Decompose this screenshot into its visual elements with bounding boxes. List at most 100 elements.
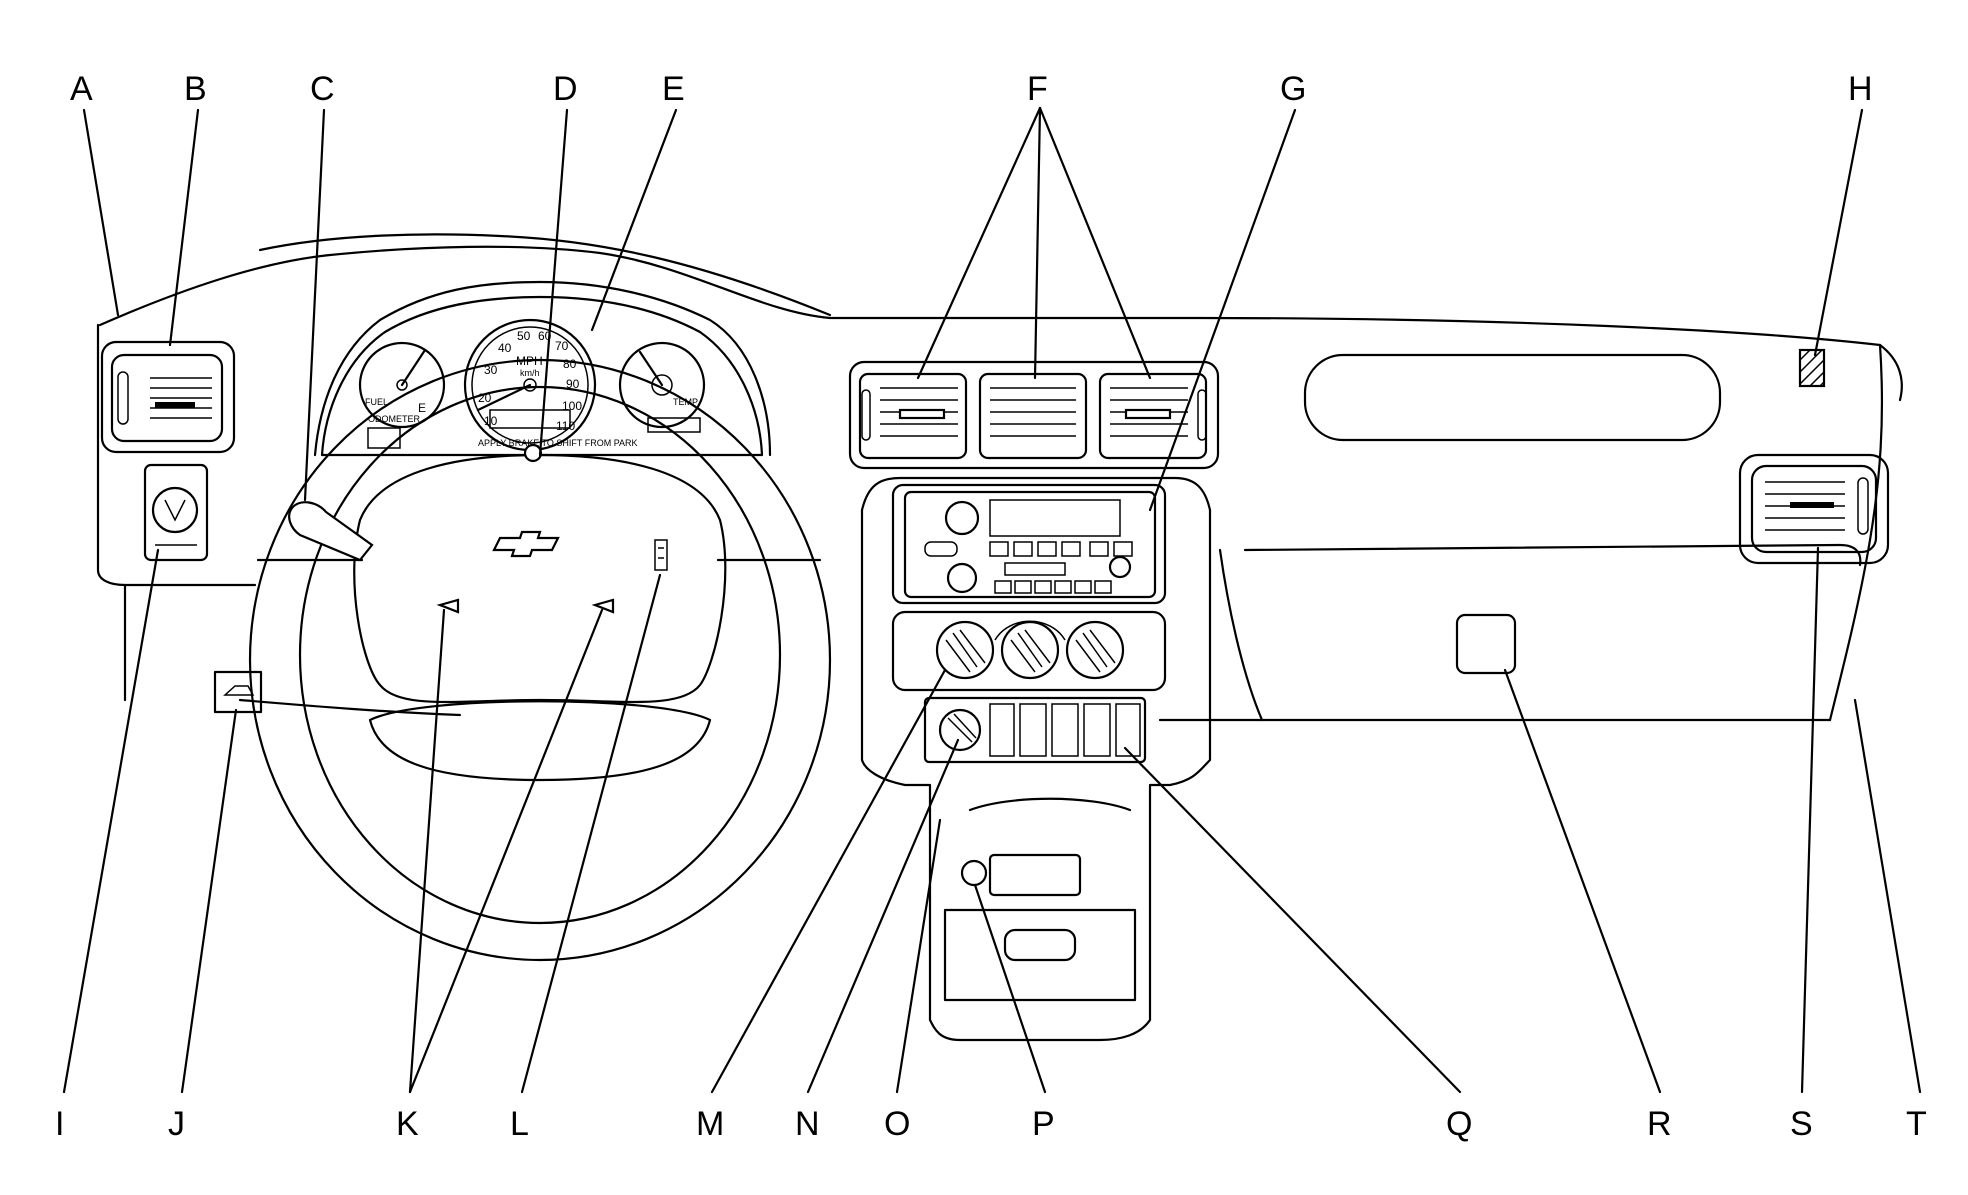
fuel-gauge-label: FUEL (365, 397, 388, 407)
label-s: S (1790, 1105, 1813, 1143)
airbag-label-icon (654, 539, 668, 571)
knee-bolster-left (238, 698, 462, 717)
console-cupholder (968, 797, 1132, 812)
svg-text:50: 50 (517, 329, 531, 343)
center-vent-left (858, 372, 968, 460)
cassette-slot (1004, 562, 1066, 576)
climate-knob-mode (1065, 620, 1125, 680)
radio-faceplate (903, 490, 1157, 599)
power-outlet (960, 859, 988, 887)
steering-hub (353, 453, 727, 704)
center-vent-middle (978, 372, 1088, 460)
speedometer-numbers: 10 20 30 40 50 60 70 80 90 100 110 (478, 329, 582, 433)
dash-right-top-curve (1878, 343, 1903, 402)
console-storage-bin (988, 853, 1082, 897)
headlamp-switch-knob (151, 486, 199, 534)
left-vent-louvers (117, 371, 212, 425)
hood-release-handle (213, 670, 263, 714)
prndl-display (647, 417, 701, 433)
switch-blank-3 (1115, 703, 1141, 757)
right-vent-inner (1750, 464, 1878, 554)
fuel-gauge-letter: E (418, 401, 426, 415)
chevrolet-logo (492, 530, 560, 558)
label-r: R (1647, 1105, 1672, 1143)
svg-text:80: 80 (563, 357, 577, 371)
console-lower-tray (943, 908, 1137, 1002)
odometer-display (489, 409, 571, 429)
passenger-airbag-panel (1303, 353, 1722, 442)
label-k: K (396, 1105, 419, 1143)
steering-wheel-outer (248, 358, 832, 962)
horn-icon-left (436, 598, 460, 614)
label-j: J (168, 1105, 185, 1143)
odometer-label: ODOMETER (368, 414, 421, 424)
center-vent-right (1098, 372, 1208, 460)
radio-lower-buttons (994, 580, 1112, 594)
speedometer-needle (476, 383, 532, 412)
label-d: D (553, 70, 578, 108)
dash-upper-edge (258, 233, 832, 317)
svg-text:40: 40 (498, 341, 512, 355)
switch-bank (923, 696, 1147, 764)
svg-text:100: 100 (562, 399, 582, 413)
callout-labels: A B C D E F G H I J K L M N O P Q R S T (55, 70, 1927, 1143)
label-t: T (1906, 1105, 1927, 1143)
dash-mid-line-right (1243, 543, 1862, 567)
label-b: B (184, 70, 207, 108)
label-p: P (1032, 1105, 1055, 1143)
radio-bezel (891, 483, 1167, 605)
right-vent-housing (1738, 453, 1890, 565)
switch-blank-1 (1051, 703, 1079, 757)
headlamp-switch-panel (143, 463, 209, 562)
climate-knob-fan (935, 620, 995, 680)
dash-right-end (1828, 343, 1884, 722)
cluster-trip-knob (523, 443, 543, 463)
temperature-gauge-label: TEMP (673, 397, 698, 407)
cluster-lens (320, 295, 764, 457)
cluster-hood (313, 280, 772, 457)
right-vent-louvers (1765, 477, 1869, 535)
svg-text:10: 10 (484, 414, 498, 428)
label-m: M (696, 1105, 724, 1143)
dash-left-end (96, 323, 257, 587)
glovebox-lower (1218, 548, 1832, 722)
turn-signal-lever (288, 501, 374, 562)
label-l: L (510, 1105, 529, 1143)
cluster-note: APPLY BRAKE TO SHIFT FROM PARK (478, 438, 638, 448)
traction-switch (1019, 703, 1047, 757)
switch-blank-2 (1083, 703, 1111, 757)
leader-lines (62, 106, 1922, 1094)
center-stack-outline (860, 476, 1212, 1042)
svg-text:110: 110 (556, 419, 575, 433)
speedometer-subunit: km/h (520, 368, 540, 378)
label-q: Q (1446, 1105, 1472, 1143)
headlamp-switch-indicator (164, 499, 186, 522)
label-i: I (55, 1105, 64, 1143)
label-h: H (1848, 70, 1873, 108)
horn-icon-right (591, 598, 615, 614)
fuel-gauge (358, 341, 446, 429)
label-c: C (310, 70, 335, 108)
fog-lamp-switch (938, 708, 982, 752)
glovebox-latch (1455, 613, 1517, 675)
radio-balance-knob (1108, 555, 1132, 579)
radio-volume-knob (944, 500, 980, 536)
svg-text:30: 30 (484, 363, 498, 377)
label-g: G (1280, 70, 1306, 108)
sunload-sensor-hatch (1799, 349, 1825, 387)
speedometer-unit: MPH (516, 354, 543, 368)
svg-text:70: 70 (555, 339, 569, 353)
odometer-reset (367, 427, 401, 449)
dash-top-edge (98, 245, 1882, 347)
radio-tune-knob (946, 562, 978, 594)
hood-release-icon (223, 685, 255, 696)
label-n: N (795, 1105, 820, 1143)
label-e: E (662, 70, 685, 108)
label-f: F (1027, 70, 1048, 108)
radio-preset-buttons (924, 541, 1133, 557)
console-pocket (1003, 928, 1077, 962)
climate-control-panel (891, 610, 1167, 692)
rear-defog-switch (989, 703, 1015, 757)
